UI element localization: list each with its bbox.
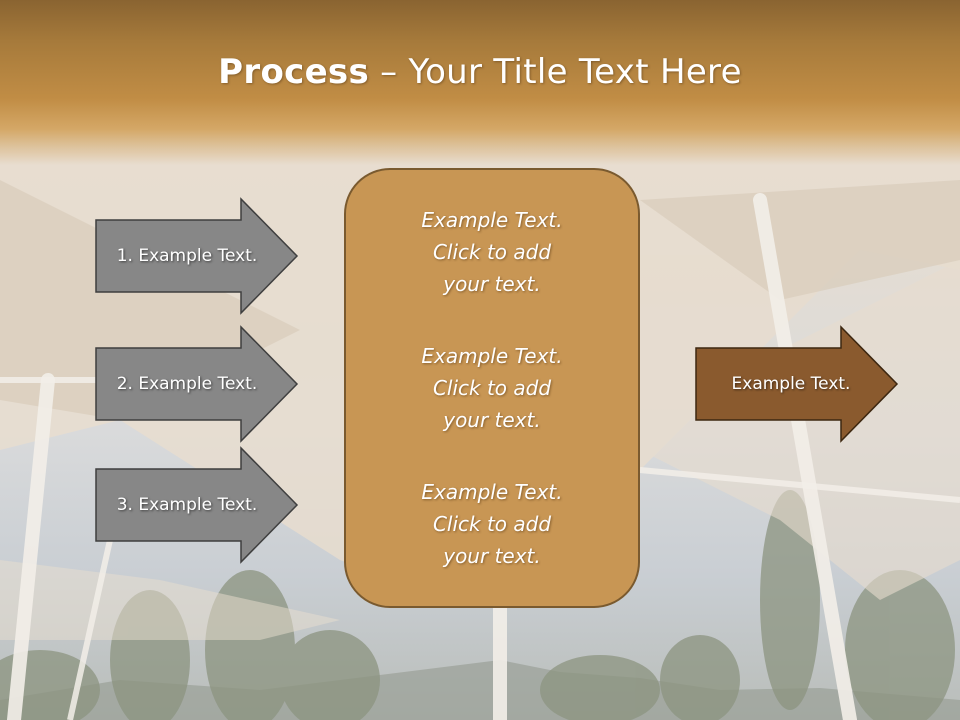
left-arrow-1-label: 1. Example Text. [116, 246, 258, 266]
center-item-3-line3: your text. [443, 544, 541, 568]
left-arrow-2-label: 2. Example Text. [116, 374, 258, 394]
center-item-1-line1: Example Text. [421, 208, 563, 232]
center-item-1-line2: Click to add [432, 240, 552, 264]
arrow-shape [95, 197, 299, 315]
center-item-2-line3: your text. [443, 408, 541, 432]
arrow-shape [695, 325, 899, 443]
center-item-2-line1: Example Text. [421, 344, 563, 368]
center-item-1-line3: your text. [443, 272, 541, 296]
left-arrow-1[interactable]: 1. Example Text. [95, 197, 299, 315]
arrow-shape [95, 325, 299, 443]
center-item-3-line1: Example Text. [421, 480, 563, 504]
left-arrow-3-label: 3. Example Text. [116, 495, 258, 515]
right-arrow-label: Example Text. [731, 374, 851, 394]
center-item-2: Example Text. Click to add your text. [421, 340, 562, 436]
slide-title[interactable]: Process – Your Title Text Here [0, 52, 960, 92]
title-rest: – Your Title Text Here [369, 52, 742, 92]
left-arrow-2[interactable]: 2. Example Text. [95, 325, 299, 443]
right-arrow[interactable]: Example Text. [695, 325, 899, 443]
center-item-2-line2: Click to add [432, 376, 552, 400]
arrow-shape [95, 446, 299, 564]
left-arrow-3[interactable]: 3. Example Text. [95, 446, 299, 564]
center-item-3-line2: Click to add [432, 512, 552, 536]
title-bold: Process [218, 52, 370, 92]
center-item-3: Example Text. Click to add your text. [421, 476, 562, 572]
center-item-1: Example Text. Click to add your text. [421, 204, 562, 300]
center-content-box[interactable]: Example Text. Click to add your text. Ex… [344, 168, 640, 608]
title-bar [0, 0, 960, 165]
